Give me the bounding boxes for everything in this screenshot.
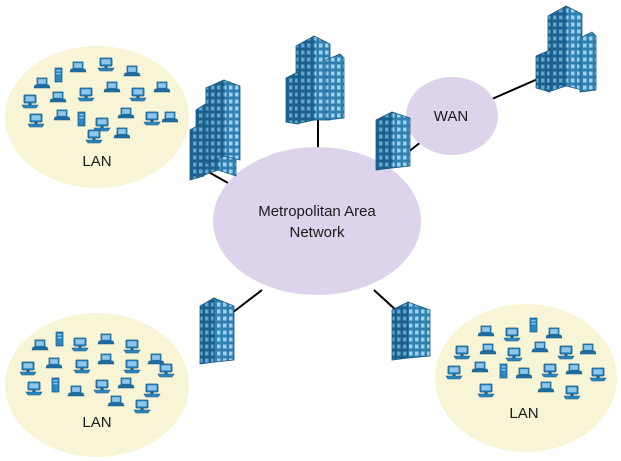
office-towers-left xyxy=(189,79,241,181)
man-ellipse xyxy=(213,147,421,295)
office-towers-top xyxy=(285,35,345,125)
lan-top-left: LAN xyxy=(5,46,189,188)
office-building-bottom-left xyxy=(199,297,235,365)
link-man-bottom-right xyxy=(373,289,399,313)
lan-label: LAN xyxy=(82,414,111,431)
man-label-line1: Metropolitan Area xyxy=(258,203,376,220)
lan-bottom-right: LAN xyxy=(435,304,617,452)
wan-ellipse xyxy=(406,77,498,155)
metropolitan-area-network: Metropolitan Area Network xyxy=(213,147,421,295)
link-wan-datacenter xyxy=(491,77,541,100)
datacenter-towers xyxy=(535,5,597,93)
wide-area-network: WAN xyxy=(406,77,498,155)
lan-bottom-left: LAN xyxy=(5,313,189,457)
office-building-bottom-right xyxy=(391,301,431,361)
lan-ellipse xyxy=(5,46,189,188)
wan-label: WAN xyxy=(434,108,468,125)
lan-label: LAN xyxy=(509,405,538,422)
lan-label: LAN xyxy=(82,153,111,170)
man-label-line2: Network xyxy=(289,224,345,241)
office-building-wan xyxy=(375,111,411,171)
